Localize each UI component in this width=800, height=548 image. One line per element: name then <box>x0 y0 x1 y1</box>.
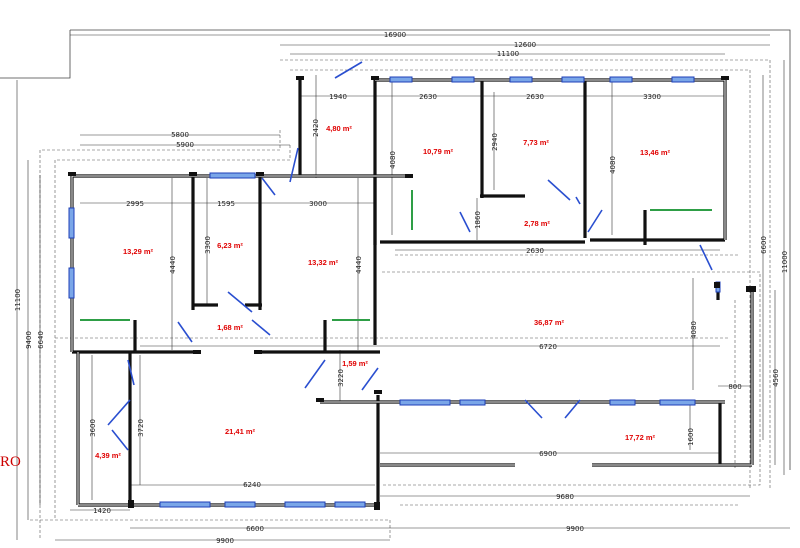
area-room-11: 1,59 m² <box>342 359 368 368</box>
area-room-4: 13,46 m² <box>640 148 671 157</box>
dim-1595: 1595 <box>217 200 235 208</box>
dim-v-6600: 6600 <box>760 236 768 254</box>
dim-v-4080c: 4080 <box>690 321 698 339</box>
glass-partitions <box>80 190 712 321</box>
dim-1940: 1940 <box>329 93 347 101</box>
dim-left-block-outer: 5800 <box>171 131 189 139</box>
dim-top-3: 11100 <box>497 50 519 58</box>
dim-1420: 1420 <box>93 507 111 515</box>
dim-v-4080b: 4080 <box>609 156 617 174</box>
area-room-3: 7,73 m² <box>523 138 549 147</box>
dim-v-1600: 1600 <box>687 428 695 446</box>
area-room-13: 4,39 m² <box>95 451 121 460</box>
dim-9900-bottom: 9900 <box>566 525 584 533</box>
dim-3300: 3300 <box>643 93 661 101</box>
area-room-2: 10,79 m² <box>423 147 454 156</box>
dim-2630c: 2630 <box>526 247 544 255</box>
dim-2630b: 2630 <box>526 93 544 101</box>
dim-v-3600: 3600 <box>89 419 97 437</box>
area-room-6: 13,29 m² <box>123 247 154 256</box>
dim-3000: 3000 <box>309 200 327 208</box>
windows <box>68 76 721 508</box>
dimension-lines <box>16 34 790 541</box>
construction-lines <box>30 59 771 540</box>
dim-v-9400: 9400 <box>25 331 33 349</box>
room-areas: 4,80 m² 10,79 m² 7,73 m² 13,46 m² 2,78 m… <box>95 124 670 460</box>
area-room-12: 21,41 m² <box>225 427 256 436</box>
dim-v-3300: 3300 <box>204 236 212 254</box>
dim-9680: 9680 <box>556 493 574 501</box>
dim-v-6640: 6640 <box>37 331 45 349</box>
dimension-labels: 16900 12600 11100 5800 5900 1940 2630 26… <box>14 31 789 545</box>
dim-v-4080a: 4080 <box>389 151 397 169</box>
plot-outline <box>0 29 791 470</box>
dim-6720: 6720 <box>539 343 557 351</box>
area-room-7: 6,23 m² <box>217 241 243 250</box>
area-room-10: 1,68 m² <box>217 323 243 332</box>
dim-v-11100: 11100 <box>14 289 22 311</box>
dim-2630a: 2630 <box>419 93 437 101</box>
dim-left-block-inner: 5900 <box>176 141 194 149</box>
dim-2995: 2995 <box>126 200 144 208</box>
dim-top-2: 12600 <box>514 41 536 49</box>
dim-v-4440b: 4440 <box>355 256 363 274</box>
posts <box>68 76 756 510</box>
area-room-9: 36,87 m² <box>534 318 565 327</box>
dim-v-4440a: 4440 <box>169 256 177 274</box>
area-room-5: 2,78 m² <box>524 219 550 228</box>
dim-v-3720: 3720 <box>137 419 145 437</box>
dim-v-11000: 11000 <box>781 251 789 273</box>
dim-6240: 6240 <box>243 481 261 489</box>
dim-top-total: 16900 <box>384 31 406 39</box>
dim-v-1860: 1860 <box>474 211 482 229</box>
dim-800: 800 <box>728 383 741 391</box>
dim-6600-bottom: 6600 <box>246 525 264 533</box>
dim-v-2420: 2420 <box>312 119 320 137</box>
dim-6900: 6900 <box>539 450 557 458</box>
area-room-14: 17,72 m² <box>625 433 656 442</box>
dim-v-2940: 2940 <box>491 133 499 151</box>
dim-v-3220: 3220 <box>337 369 345 387</box>
edge-fragment-text: RO <box>0 454 21 470</box>
wall-inner-lines <box>71 79 753 506</box>
dim-9900-left: 9900 <box>216 537 234 545</box>
doors <box>107 61 713 451</box>
area-room-8: 13,32 m² <box>308 258 339 267</box>
dim-v-4560: 4560 <box>772 369 780 387</box>
area-room-1: 4,80 m² <box>326 124 352 133</box>
